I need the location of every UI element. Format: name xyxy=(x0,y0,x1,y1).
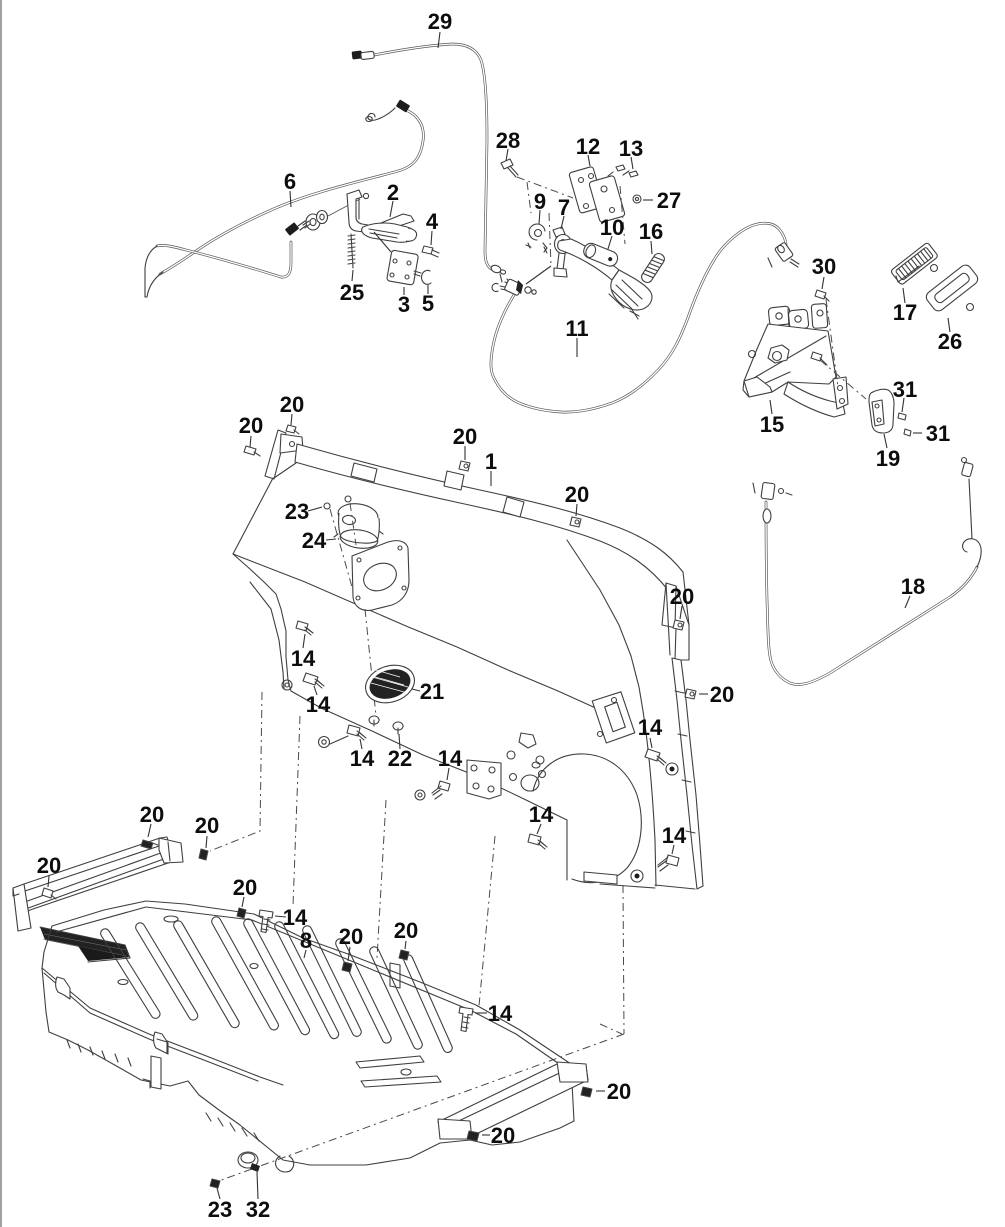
svg-text:16: 16 xyxy=(639,219,663,244)
svg-text:20: 20 xyxy=(710,682,734,707)
svg-text:20: 20 xyxy=(394,918,418,943)
svg-text:15: 15 xyxy=(760,412,784,437)
svg-text:11: 11 xyxy=(565,316,588,341)
svg-text:3: 3 xyxy=(398,292,410,317)
svg-text:17: 17 xyxy=(893,300,917,325)
svg-text:23: 23 xyxy=(208,1197,232,1222)
svg-text:6: 6 xyxy=(284,169,296,194)
svg-text:13: 13 xyxy=(619,136,643,161)
svg-text:20: 20 xyxy=(239,413,263,438)
svg-text:14: 14 xyxy=(283,905,308,930)
svg-text:14: 14 xyxy=(350,746,375,771)
svg-text:20: 20 xyxy=(280,392,304,417)
svg-text:30: 30 xyxy=(812,254,836,279)
svg-text:20: 20 xyxy=(339,924,363,949)
svg-text:20: 20 xyxy=(140,802,164,827)
svg-text:31: 31 xyxy=(893,377,917,402)
svg-text:27: 27 xyxy=(657,188,681,213)
svg-text:8: 8 xyxy=(300,928,312,953)
svg-text:21: 21 xyxy=(420,679,444,704)
svg-text:19: 19 xyxy=(876,446,900,471)
svg-text:28: 28 xyxy=(496,128,520,153)
svg-text:1: 1 xyxy=(485,449,497,474)
svg-text:18: 18 xyxy=(901,574,925,599)
svg-text:32: 32 xyxy=(246,1197,270,1222)
svg-text:20: 20 xyxy=(491,1123,515,1148)
svg-text:20: 20 xyxy=(607,1079,631,1104)
svg-text:23: 23 xyxy=(285,499,309,524)
svg-text:10: 10 xyxy=(600,215,624,240)
svg-text:14: 14 xyxy=(306,692,331,717)
svg-text:4: 4 xyxy=(426,209,439,234)
svg-text:24: 24 xyxy=(302,528,327,553)
svg-text:12: 12 xyxy=(576,134,600,159)
svg-text:14: 14 xyxy=(662,823,687,848)
svg-text:9: 9 xyxy=(534,189,546,214)
svg-text:7: 7 xyxy=(558,195,570,220)
svg-text:31: 31 xyxy=(926,421,950,446)
svg-text:20: 20 xyxy=(565,482,589,507)
svg-text:22: 22 xyxy=(388,746,412,771)
svg-text:20: 20 xyxy=(233,875,257,900)
svg-text:20: 20 xyxy=(37,853,61,878)
svg-text:20: 20 xyxy=(453,424,477,449)
svg-text:20: 20 xyxy=(195,813,219,838)
svg-text:25: 25 xyxy=(340,280,364,305)
svg-text:14: 14 xyxy=(438,746,463,771)
svg-text:14: 14 xyxy=(291,646,316,671)
svg-text:2: 2 xyxy=(387,180,399,205)
svg-text:14: 14 xyxy=(638,715,663,740)
svg-text:14: 14 xyxy=(488,1001,513,1026)
svg-text:29: 29 xyxy=(428,9,452,34)
svg-text:5: 5 xyxy=(422,291,434,316)
svg-text:20: 20 xyxy=(670,584,694,609)
svg-text:14: 14 xyxy=(529,802,554,827)
svg-text:26: 26 xyxy=(938,329,962,354)
